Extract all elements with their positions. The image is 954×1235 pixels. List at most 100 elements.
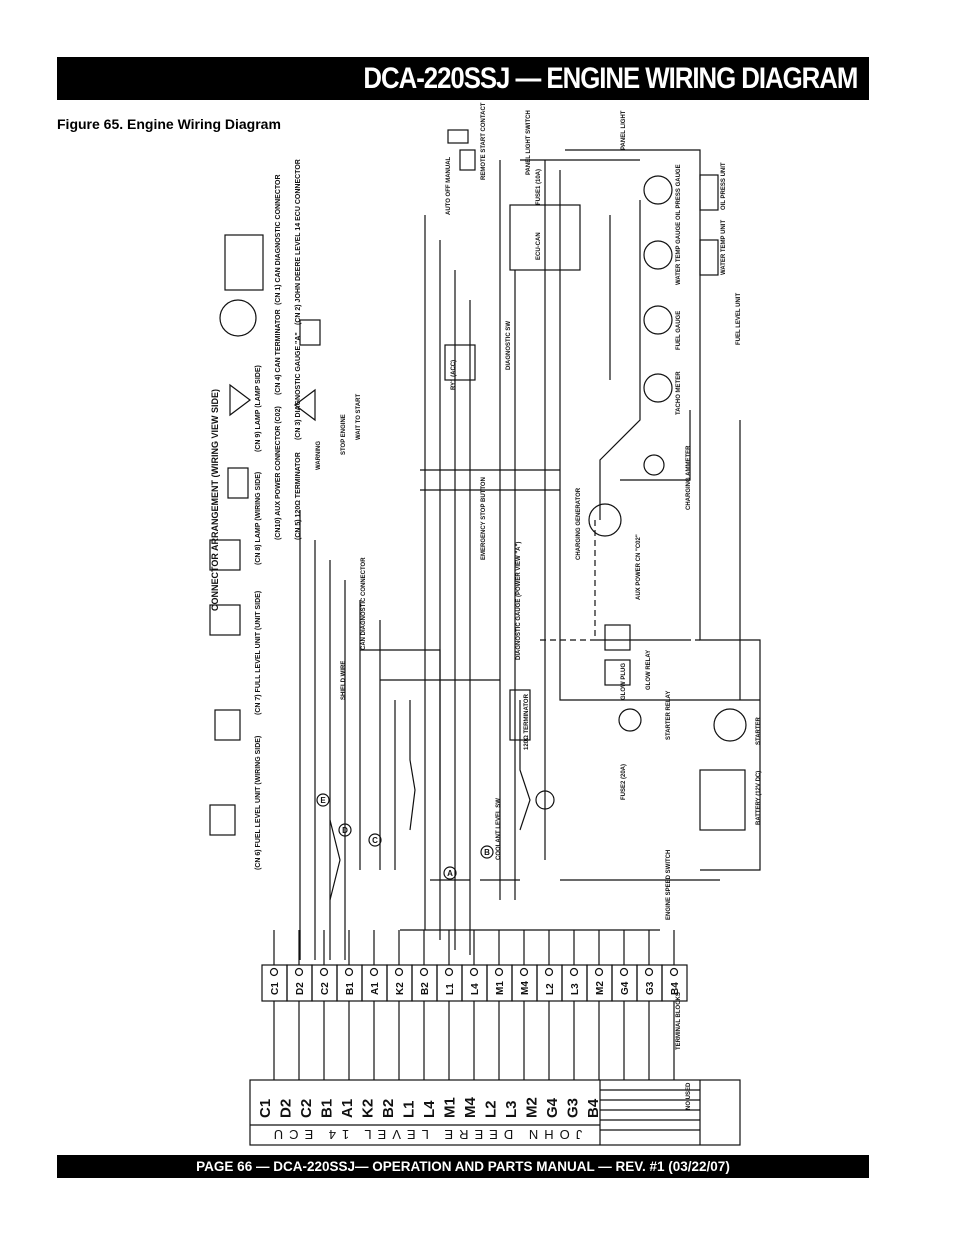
terminal-screw xyxy=(519,967,529,977)
terminal-label: B4 xyxy=(670,982,681,995)
ecu-pin-label: L3 xyxy=(503,1100,520,1118)
terminal-label: K2 xyxy=(395,982,406,995)
component-label: GLOW PLUG xyxy=(621,663,627,700)
component-label: NO USED xyxy=(686,1082,692,1110)
component-label: FUSE2 (20A) xyxy=(621,764,627,800)
terminal-label: A1 xyxy=(370,982,381,995)
component-label: PANEL LIGHT SWITCH xyxy=(526,110,532,175)
component-label: BATTERY (12V DC) xyxy=(756,771,762,825)
component-label: 120Ω TERMINATOR xyxy=(524,693,530,750)
page-footer: PAGE 66 — DCA-220SSJ— OPERATION AND PART… xyxy=(57,1155,869,1178)
component-label: REMOTE START CONTACT xyxy=(481,102,487,180)
terminal-label: L1 xyxy=(445,983,456,995)
component-label: COOLANT LEVEL SW xyxy=(496,798,502,860)
ecu-pin-label: M2 xyxy=(524,1097,541,1118)
marker-label: D xyxy=(342,826,348,835)
component-label: WATER TEMP GAUGE xyxy=(676,222,682,285)
component-label: OIL PRESS UNIT xyxy=(721,162,727,210)
component-label: FUEL GAUGE xyxy=(676,311,682,350)
marker-label: E xyxy=(320,796,326,805)
marker-circle xyxy=(480,845,494,859)
terminal-screw xyxy=(419,967,429,977)
ecu-pin-label: G4 xyxy=(544,1097,561,1118)
terminal-label: G3 xyxy=(645,981,656,995)
ecu-pin-label: A1 xyxy=(339,1099,356,1118)
component-label: TACHO METER xyxy=(676,371,682,415)
component-label: DIAGNOSTIC GAUGE (POWER VIEW "A") xyxy=(516,542,522,660)
terminal-screw xyxy=(669,967,679,977)
component-label: WARNING xyxy=(316,441,322,470)
marker-circle xyxy=(338,823,352,837)
ecu-pin-label: L1 xyxy=(401,1100,418,1118)
page-title: DCA-220SSJ — ENGINE WIRING DIAGRAM xyxy=(363,62,858,95)
gauges xyxy=(444,129,747,831)
component-label: DIAGNOSTIC SW xyxy=(506,321,512,370)
connector-label: (CN 6) FUEL LEVEL UNIT (WIRING SIDE) xyxy=(255,736,262,870)
component-label: STARTER RELAY xyxy=(666,691,672,740)
connector-label: (CN 9) LAMP (LAMP SIDE) xyxy=(255,365,262,452)
marker-circle xyxy=(443,866,457,880)
connector-label: (CN 7) FULL LEVEL UNIT (UNIT SIDE) xyxy=(255,591,262,715)
component-label: AUX POWER CN "C02" xyxy=(636,534,642,600)
terminal-label: M4 xyxy=(520,981,531,995)
ecu-pin-label: D2 xyxy=(278,1099,295,1118)
connector-label: (CN 8) LAMP (WIRING SIDE) xyxy=(255,472,262,565)
marker-circle xyxy=(316,793,330,807)
terminal-label: B2 xyxy=(420,982,431,995)
component-label: FUEL LEVEL UNIT xyxy=(736,293,742,345)
terminal-screw xyxy=(594,967,604,977)
terminal-screw xyxy=(394,967,404,977)
connector-label: (CN 5) 120Ω TERMINATOR xyxy=(295,452,302,540)
connector-label: (CN 4) CAN TERMINATOR xyxy=(275,309,282,395)
connector-arrangement xyxy=(209,234,321,836)
component-label: AUTO OFF MANUAL xyxy=(446,156,452,215)
connector-label: (CN 3) DIAGNOSTIC GAUGE "A" xyxy=(295,332,302,440)
component-label: STOP ENGINE xyxy=(341,414,347,455)
ecu-pin-label: L4 xyxy=(421,1100,438,1118)
ecu-pin-label: C1 xyxy=(257,1099,274,1118)
component-label: CAN DIAGNOSTIC CONNECTOR xyxy=(361,557,367,650)
terminal-label: C1 xyxy=(270,982,281,995)
wiring xyxy=(299,149,761,960)
component-label: ECU-CAN xyxy=(536,232,542,260)
marker-label: A xyxy=(447,869,453,878)
terminal-label: L2 xyxy=(545,983,556,995)
component-label: TERMINAL BLOCKS xyxy=(676,992,682,1050)
connector-label: (CN 1) CAN DIAGNOSTIC CONNECTOR xyxy=(275,174,282,305)
ecu-pin-label: G3 xyxy=(565,1098,582,1118)
connector-arrangement-title: CONNECTOR ARRANGEMENT (WIRING VIEW SIDE) xyxy=(210,389,220,611)
marker-label: C xyxy=(372,836,378,845)
component-label: STARTER xyxy=(756,716,762,745)
terminal-label: C2 xyxy=(320,982,331,995)
component-label: OIL PRESS GAUGE xyxy=(676,164,682,220)
terminal-screw xyxy=(644,967,654,977)
component-label: WATER TEMP UNIT xyxy=(721,220,727,275)
component-label: CHARGING GENERATOR xyxy=(576,487,582,560)
ecu-pin-label: M1 xyxy=(442,1097,459,1118)
terminal-screw xyxy=(494,967,504,977)
terminal-label: M1 xyxy=(495,981,506,995)
terminal-label: B1 xyxy=(345,982,356,995)
ecu-label: JOHN DEERE LEVEL 14 ECU xyxy=(268,1127,583,1142)
terminal-screw xyxy=(469,967,479,977)
figure-caption: Figure 65. Engine Wiring Diagram xyxy=(57,116,281,132)
terminal-screw xyxy=(269,967,279,977)
terminal-label: M2 xyxy=(595,981,606,995)
component-label: PANEL LIGHT xyxy=(621,110,627,150)
terminal-label: G4 xyxy=(620,981,631,995)
terminal-screw xyxy=(619,967,629,977)
component-label: EMERGENCY STOP BUTTON xyxy=(481,477,487,560)
component-label: RY1 (ACC) xyxy=(451,360,457,390)
terminal-label: L3 xyxy=(570,983,581,995)
ecu-pin-label: L2 xyxy=(483,1100,500,1118)
ecu-pin-label: C2 xyxy=(298,1099,315,1118)
ecu-pin-label: B2 xyxy=(380,1099,397,1118)
marker-label: B xyxy=(484,848,490,857)
marker-circle xyxy=(368,833,382,847)
terminal-screw xyxy=(344,967,354,977)
component-label: ENGINE SPEED SWITCH xyxy=(666,850,672,920)
ecu-pin-label: M4 xyxy=(462,1097,479,1118)
